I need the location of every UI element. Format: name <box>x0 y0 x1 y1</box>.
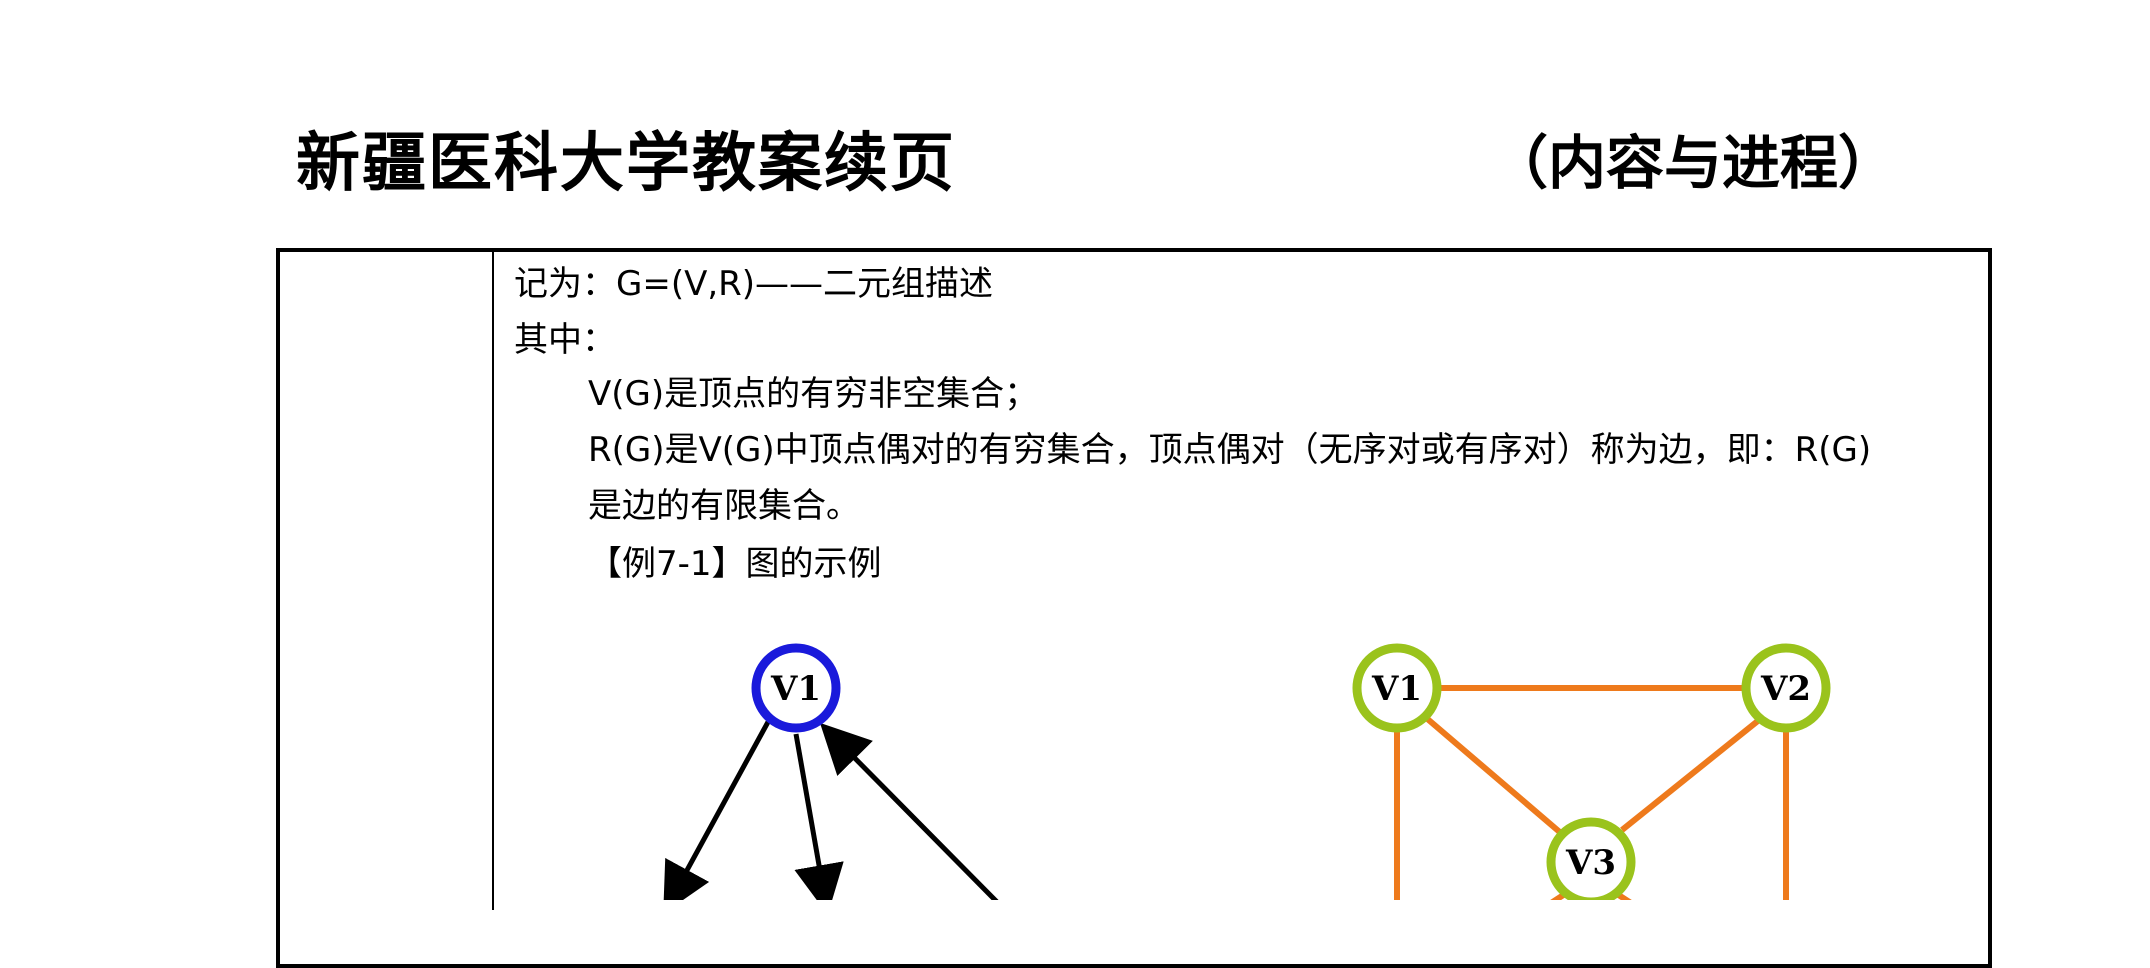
text-line-edge-set-cont: 是边的有限集合。 <box>588 486 860 526</box>
undirected-node-v3-label: V3 <box>1565 843 1616 883</box>
undirected-node-v2-label: V2 <box>1760 669 1811 709</box>
page-subtitle: （内容与进程） <box>1490 129 1897 197</box>
undirected-node-v1 <box>1352 643 1442 733</box>
table-column-divider <box>492 250 494 910</box>
undirected-edge-v2-v3 <box>1620 713 1766 833</box>
undirected-node-v3 <box>1546 817 1636 900</box>
directed-edge-v1-middle <box>793 733 844 900</box>
directed-node-v1 <box>751 643 841 733</box>
directed-edge-to-v1 <box>819 722 999 900</box>
text-line-where: 其中： <box>514 320 616 360</box>
graph-figures: V1 V1 V2 V3 <box>663 643 1831 900</box>
directed-node-v1-label: V1 <box>770 669 821 709</box>
directed-graph: V1 <box>663 643 999 900</box>
text-line-example-title: 【例7-1】图的示例 <box>588 544 882 584</box>
text-line-notation: 记为：G=(V,R)——二元组描述 <box>514 264 994 304</box>
page-title: 新疆医科大学教案续页 <box>296 126 956 201</box>
directed-edge-v1-left <box>663 720 771 900</box>
undirected-graph: V1 V2 V3 <box>1352 643 1831 900</box>
undirected-node-v2 <box>1741 643 1831 733</box>
text-line-vertex-set: V(G)是顶点的有穷非空集合； <box>588 374 1039 414</box>
undirected-edge-v1-v3 <box>1422 713 1564 837</box>
text-line-edge-set: R(G)是V(G)中顶点偶对的有穷集合，顶点偶对（无序对或有序对）称为边，即：R… <box>588 430 1872 470</box>
undirected-node-v1-label: V1 <box>1371 669 1422 709</box>
